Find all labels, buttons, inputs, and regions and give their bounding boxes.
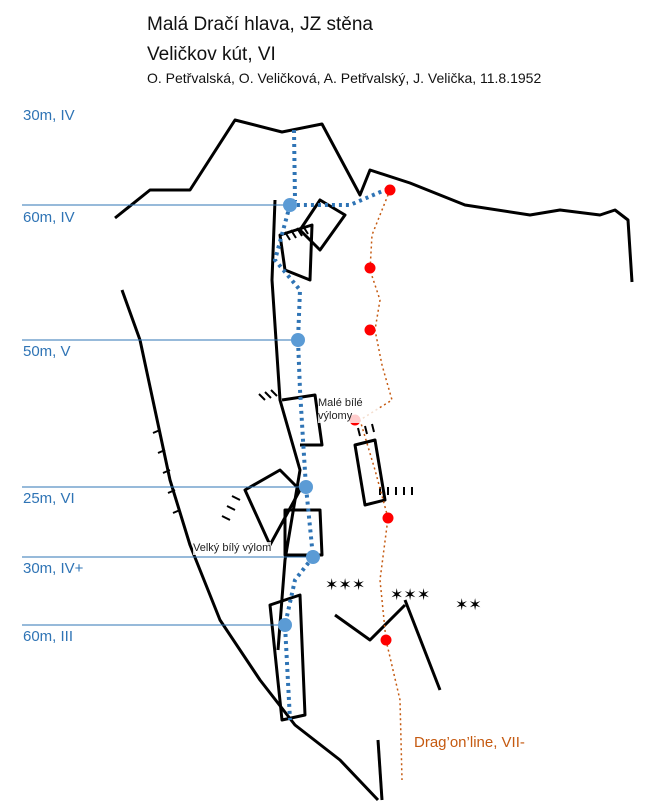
main-route-line: [272, 129, 386, 721]
route-name: Veličkov kút, VI: [147, 44, 276, 65]
rock-outline: [114, 118, 634, 802]
pitch-label-1: 30m, IV: [23, 107, 75, 124]
svg-text:✶✶: ✶✶: [455, 597, 482, 614]
large-white-break-note: Velký bílý výlom: [193, 542, 272, 555]
pitch-label-4: 25m, VI: [23, 490, 75, 507]
svg-text:✶✶✶: ✶✶✶: [325, 577, 365, 594]
pitch-label-6: 60m, III: [23, 628, 74, 645]
topo-title: Malá Dračí hlava, JZ stěna: [147, 14, 373, 35]
pitch-label-2: 60m, IV: [23, 209, 75, 226]
pitch-label-3: 50m, V: [23, 343, 71, 360]
belay-stations: [278, 198, 320, 632]
vegetation-marks: ✶✶✶ ✶✶✶ ✶✶: [325, 577, 482, 614]
small-white-breaks-note: Malé bílé výlomy: [318, 397, 378, 423]
second-route-label: Drag’on’line, VII-: [414, 734, 525, 751]
pitch-label-5: 30m, IV+: [23, 560, 84, 577]
svg-text:✶✶✶: ✶✶✶: [390, 587, 430, 604]
pitch-lines: [22, 204, 313, 626]
overhang-hatching: [152, 225, 413, 521]
first-ascent: O. Petřvalská, O. Veličková, A. Petřvals…: [147, 70, 542, 86]
